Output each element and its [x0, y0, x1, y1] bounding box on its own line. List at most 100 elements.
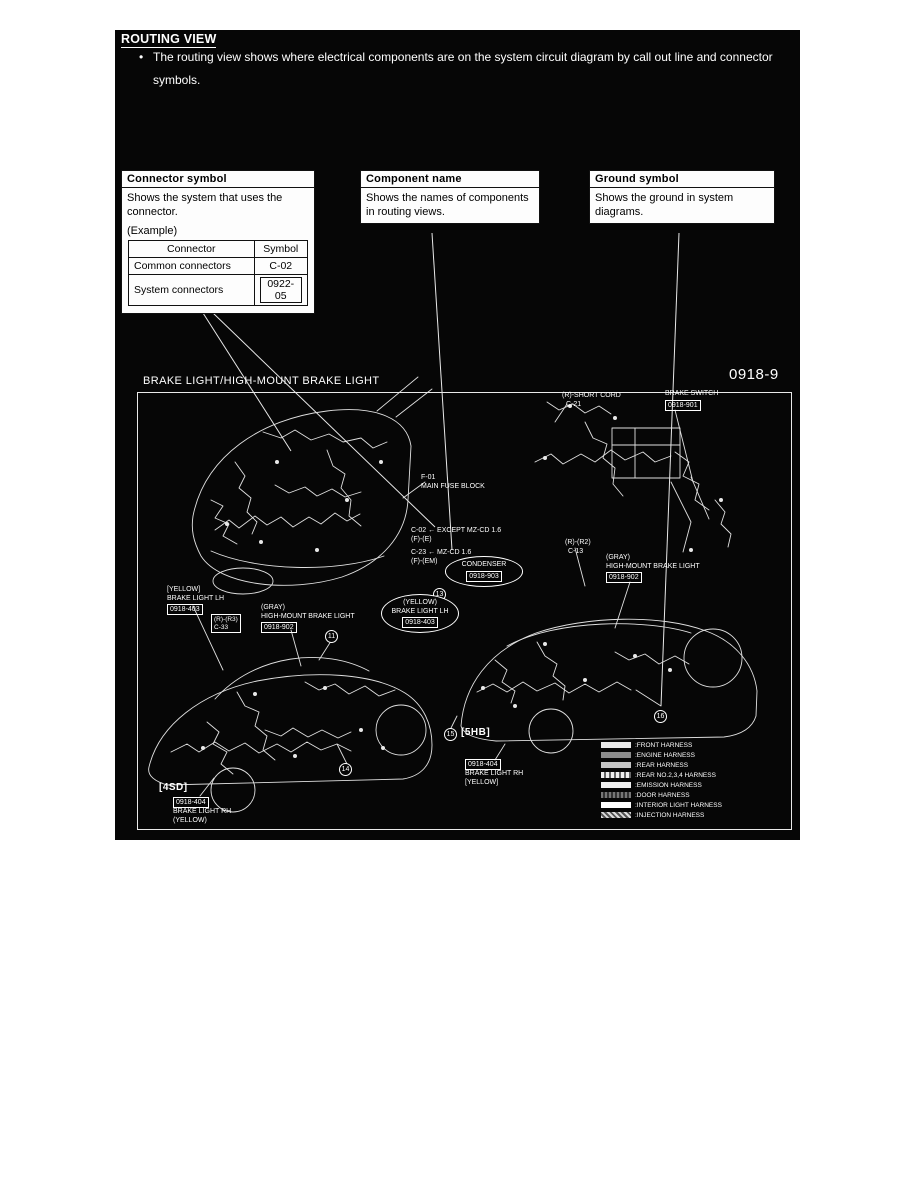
- table-row: Common connectors C-02: [128, 257, 309, 275]
- wiring-diagram-artwork: [148, 232, 758, 813]
- label-line: F-01: [421, 474, 436, 481]
- component-id-box: 0918-902: [261, 622, 297, 633]
- label-line: [YELLOW]: [465, 778, 499, 786]
- cell-symbol: C-02: [253, 257, 309, 275]
- legend-label: :REAR HARNESS: [635, 761, 689, 769]
- harness-legend: :FRONT HARNESS :ENGINE HARNESS :REAR HAR…: [601, 740, 793, 820]
- legend-swatch: [601, 752, 631, 758]
- legend-item-front-harness: :FRONT HARNESS: [601, 740, 793, 750]
- table-row: System connectors 0922-05: [128, 274, 309, 306]
- label-main-fuse-block: F-01 MAIN FUSE BLOCK: [421, 474, 485, 491]
- callout-connector-symbol: Connector symbol Shows the system that u…: [121, 170, 315, 314]
- legend-item-engine-harness: :ENGINE HARNESS: [601, 750, 793, 760]
- legend-label: :INTERIOR LIGHT HARNESS: [635, 801, 722, 809]
- callout-number-11: 11: [325, 630, 338, 643]
- label-line: (R)-SHORT CORD: [562, 392, 621, 399]
- component-id-box: 0918-404: [465, 759, 501, 770]
- legend-label: :EMISSION HARNESS: [635, 781, 702, 789]
- label-short-cord: (R)-SHORT CORD C-21: [562, 392, 621, 409]
- label-line: BRAKE LIGHT LH: [391, 607, 449, 615]
- column-header-connector: Connector: [128, 240, 255, 258]
- callout-body: Shows the names of components in routing…: [366, 192, 529, 218]
- cell-connector-type: Common connectors: [128, 257, 255, 275]
- callout-number-15: 15: [444, 728, 457, 741]
- label-brake-switch: BRAKE SWITCH 0918-901: [665, 390, 718, 411]
- callout-ground-symbol: Ground symbol Shows the ground in system…: [589, 170, 775, 224]
- component-id-box: 0918-903: [466, 570, 502, 582]
- column-header-symbol: Symbol: [253, 240, 309, 258]
- label-brake-light-rh-5hb: 0918-404 BRAKE LIGHT RH [YELLOW]: [465, 758, 523, 787]
- legend-item-emission-harness: :EMISSION HARNESS: [601, 780, 793, 790]
- label-line: (YELLOW): [173, 816, 207, 824]
- cell-symbol: 0922-05: [253, 274, 309, 306]
- label-line: C-21: [566, 400, 582, 408]
- diagram-title: BRAKE LIGHT/HIGH-MOUNT BRAKE LIGHT: [143, 375, 380, 387]
- label-connector-c02: C-02 ← EXCEPT MZ-CD 1.6 (F)-(E): [411, 527, 501, 544]
- label-line: (R)-(R3): [214, 616, 238, 623]
- intro-bullet: • The routing view shows where electrica…: [139, 46, 791, 92]
- component-id-box: 0918-901: [665, 399, 701, 411]
- symbol-box: 0922-05: [259, 277, 302, 303]
- legend-swatch: [601, 742, 631, 748]
- legend-swatch: [601, 812, 631, 818]
- connector-symbol-table: Connector Symbol Common connectors C-02 …: [128, 240, 309, 306]
- legend-swatch: [601, 802, 631, 808]
- callout-body: Shows the system that uses the connector…: [127, 192, 283, 218]
- label-line: C-02 ← EXCEPT MZ-CD 1.6: [411, 527, 502, 534]
- legend-item-interior-light-harness: :INTERIOR LIGHT HARNESS: [601, 800, 793, 810]
- callout-title: Ground symbol: [590, 171, 774, 188]
- table-header-row: Connector Symbol: [128, 240, 309, 258]
- body-style-4sd: [4SD]: [159, 782, 188, 793]
- callout-title: Component name: [361, 171, 539, 188]
- legend-swatch: [601, 772, 631, 778]
- callout-component-name: Component name Shows the names of compon…: [360, 170, 540, 224]
- legend-item-rear-harness: :REAR HARNESS: [601, 760, 793, 770]
- label-line: (F)-(E): [411, 535, 432, 543]
- label-connector-c23: C-23 ← MZ-CD 1.6 (F)-(EM): [411, 549, 471, 566]
- diagram-frame: [137, 392, 792, 830]
- legend-label: :ENGINE HARNESS: [635, 751, 695, 759]
- legend-label: :FRONT HARNESS: [635, 741, 693, 749]
- callout-number-16: 16: [654, 710, 667, 723]
- section-title: ROUTING VIEW: [121, 32, 217, 48]
- label-line: C-13: [568, 547, 584, 555]
- callout-title: Connector symbol: [122, 171, 314, 188]
- label-connector-r-r3: (R)-(R3) C-33: [211, 614, 241, 633]
- label-line: (GRAY): [606, 554, 630, 561]
- label-line: CONDENSER: [461, 561, 507, 568]
- body-style-5hb: [5HB]: [461, 727, 491, 738]
- label-line: MAIN FUSE BLOCK: [421, 482, 485, 490]
- label-high-mount-brake-light-right: (GRAY) HIGH-MOUNT BRAKE LIGHT 0918-902: [606, 554, 700, 583]
- routing-view-panel: ROUTING VIEW • The routing view shows wh…: [115, 30, 800, 840]
- intro-text: The routing view shows where electrical …: [153, 50, 773, 87]
- label-line: (F)-(EM): [411, 557, 438, 565]
- label-brake-light-lh-left: [YELLOW] BRAKE LIGHT LH 0918-403: [167, 586, 224, 615]
- legend-swatch: [601, 782, 631, 788]
- label-brake-light-rh-4sd: 0918-404 BRAKE LIGHT RH (YELLOW): [173, 796, 231, 825]
- cell-connector-type: System connectors: [128, 274, 255, 306]
- label-brake-light-lh-oval: (YELLOW) BRAKE LIGHT LH 0918-403: [381, 594, 459, 633]
- label-line: (YELLOW): [403, 599, 437, 606]
- label-line: C-23 ← MZ-CD 1.6: [411, 549, 472, 556]
- label-line: [YELLOW]: [167, 586, 201, 593]
- legend-item-door-harness: :DOOR HARNESS: [601, 790, 793, 800]
- legend-label: :REAR NO.2,3,4 HARNESS: [635, 771, 716, 779]
- label-line: C-33: [214, 623, 229, 631]
- label-line: (GRAY): [261, 604, 285, 611]
- label-line: HIGH-MOUNT BRAKE LIGHT: [261, 612, 355, 620]
- label-line: BRAKE LIGHT LH: [167, 594, 225, 602]
- bullet-glyph: •: [139, 50, 144, 64]
- label-line: BRAKE LIGHT RH: [173, 808, 232, 815]
- component-id-box: 0918-404: [173, 797, 209, 808]
- label-connector-r-r2: (R)-(R2) C-13: [565, 539, 591, 556]
- callout-number-14: 14: [339, 763, 352, 776]
- label-line: BRAKE SWITCH: [665, 390, 719, 397]
- legend-label: :DOOR HARNESS: [635, 791, 690, 799]
- legend-swatch: [601, 762, 631, 768]
- component-id-box: 0918-403: [402, 617, 438, 628]
- diagram-page-number: 0918-9: [729, 366, 779, 383]
- label-line: HIGH-MOUNT BRAKE LIGHT: [606, 562, 700, 570]
- component-id-box: 0918-403: [167, 604, 203, 615]
- example-label: (Example): [127, 225, 178, 237]
